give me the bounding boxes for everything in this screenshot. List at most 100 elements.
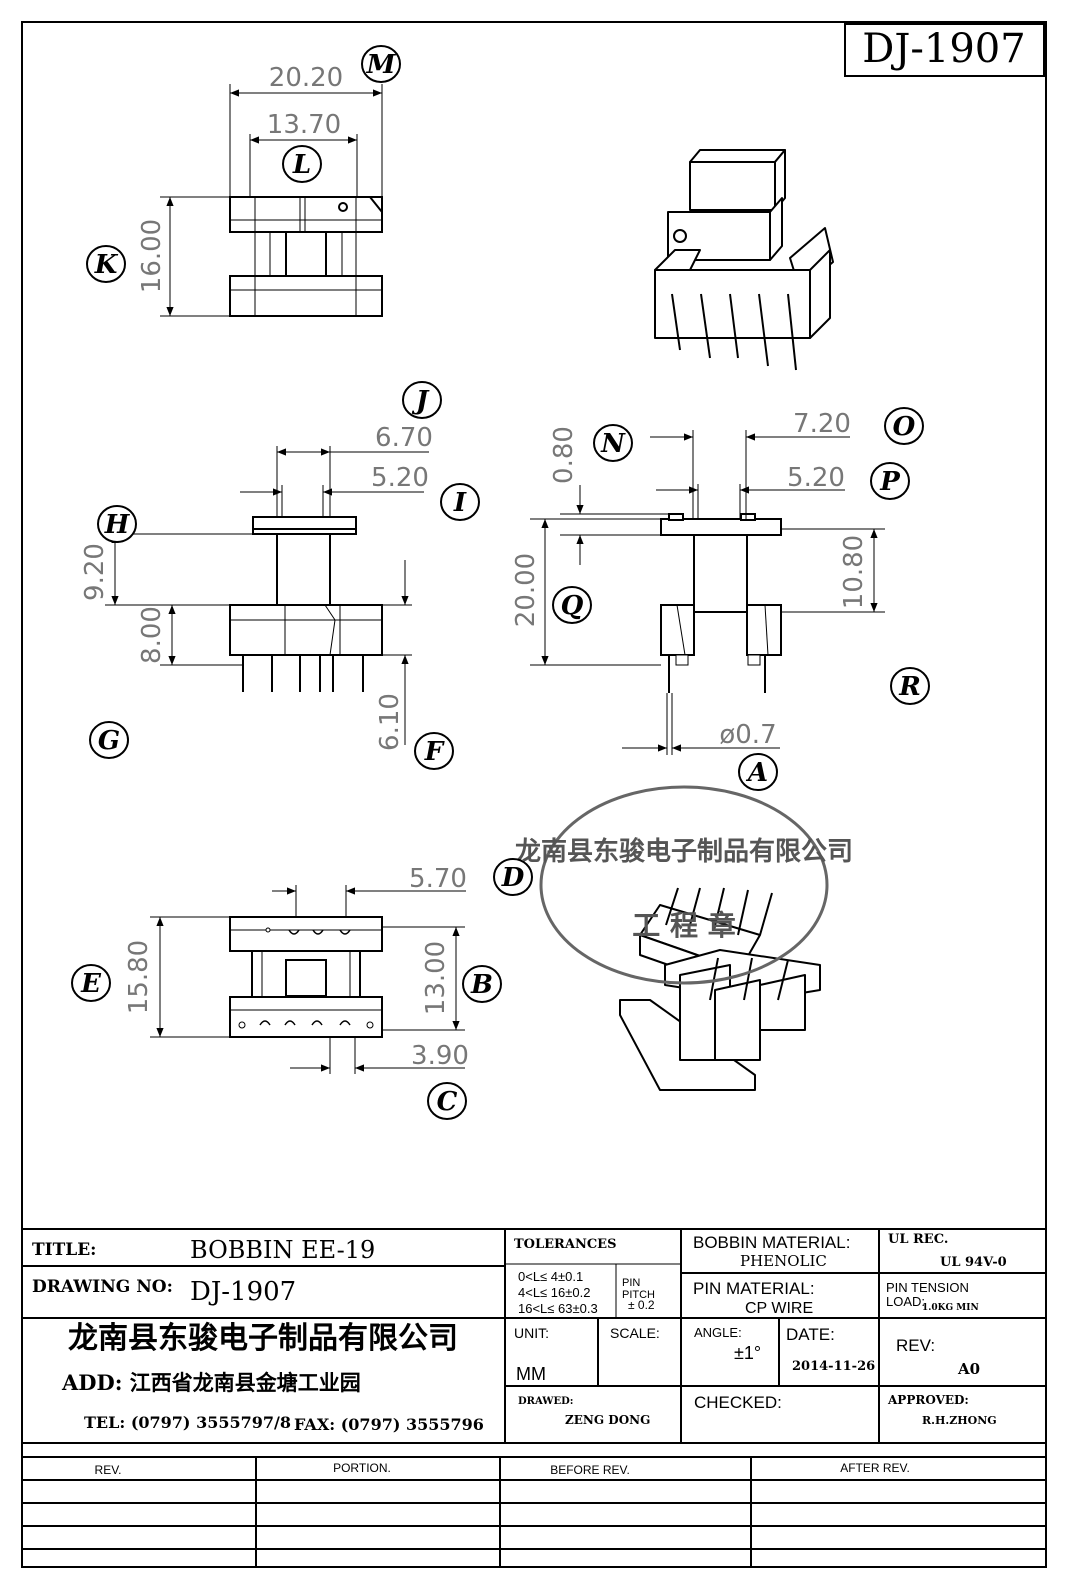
bobbin-material-value: PHENOLIC bbox=[740, 1252, 827, 1270]
company-name: 龙南县东骏电子制品有限公司 bbox=[68, 1321, 458, 1356]
dim-G: 8.00 bbox=[137, 606, 167, 664]
dim-R: 10.80 bbox=[839, 535, 869, 609]
pin-tension-label-2: LOAD: bbox=[886, 1294, 925, 1309]
side-view-dims bbox=[530, 430, 885, 755]
unit-value: MM bbox=[516, 1364, 546, 1384]
rev-label: REV: bbox=[896, 1336, 935, 1355]
drawing-code: DJ-1907 bbox=[862, 26, 1025, 72]
bubble-F bbox=[414, 732, 454, 770]
date-value: 2014-11-26 bbox=[792, 1359, 875, 1374]
bubble-label-B: B bbox=[470, 970, 493, 1000]
top-view bbox=[229, 196, 383, 317]
scale-label: SCALE: bbox=[610, 1325, 660, 1341]
bubble-L bbox=[282, 145, 322, 183]
dim-F: 6.10 bbox=[375, 693, 405, 751]
bubble-label-A: A bbox=[745, 758, 768, 788]
rev-value: A0 bbox=[957, 1360, 980, 1378]
bubble-M bbox=[361, 45, 401, 83]
tolerance-2: 4<L≤ 16±0.2 bbox=[518, 1285, 590, 1300]
bubble-N bbox=[593, 424, 633, 462]
bubble-label-K: K bbox=[94, 250, 119, 280]
dim-I: 5.20 bbox=[371, 463, 429, 493]
title-value: BOBBIN EE-19 bbox=[190, 1236, 375, 1264]
tolerances-label: TOLERANCES bbox=[514, 1237, 616, 1252]
stamp-dept: 工 程 章 bbox=[632, 909, 736, 942]
bubble-label-J: J bbox=[411, 386, 430, 416]
dim-O: 7.20 bbox=[793, 409, 851, 439]
bubble-E bbox=[71, 964, 111, 1002]
pin-pitch-value: ± 0.2 bbox=[628, 1298, 655, 1312]
angle-value: ±1° bbox=[734, 1343, 761, 1363]
bubble-label-L: L bbox=[292, 150, 311, 180]
after-rev-col-header: AFTER REV. bbox=[840, 1461, 910, 1475]
bubble-C bbox=[427, 1082, 467, 1120]
bottom-view-dims bbox=[150, 885, 466, 1074]
ul-rec-label: UL REC. bbox=[888, 1232, 948, 1247]
bubble-Q bbox=[552, 586, 592, 624]
bobbin-material-label: BOBBIN MATERIAL: bbox=[693, 1233, 850, 1252]
bubble-label-E: E bbox=[80, 969, 102, 999]
bubble-label-R: R bbox=[898, 672, 921, 702]
bubble-B bbox=[462, 965, 502, 1003]
title-label: TITLE: bbox=[32, 1240, 96, 1260]
pin-material-label: PIN MATERIAL: bbox=[693, 1279, 815, 1298]
dim-D: 5.70 bbox=[409, 864, 467, 894]
engineering-stamp: 龙南县东骏电子制品有限公司 工 程 章 bbox=[515, 785, 853, 985]
bubble-label-F: F bbox=[424, 737, 445, 767]
front-view bbox=[229, 516, 383, 692]
drawing-no-value: DJ-1907 bbox=[190, 1277, 296, 1307]
bubble-labels: M L K J I H G F O P N Q R A D E B C bbox=[80, 50, 921, 1117]
isometric-view-top bbox=[654, 149, 834, 371]
title-block-grid bbox=[22, 1228, 1046, 1567]
pin-material-value: CP WIRE bbox=[745, 1300, 813, 1317]
bubble-J bbox=[402, 381, 442, 419]
dim-N: 0.80 bbox=[549, 426, 579, 484]
bubble-label-P: P bbox=[879, 467, 901, 497]
company-fax: FAX: (0797) 3555796 bbox=[294, 1415, 484, 1434]
rev-col-header: REV. bbox=[95, 1463, 122, 1477]
side-view bbox=[660, 513, 782, 693]
approved-value: R.H.ZHONG bbox=[922, 1414, 997, 1427]
sheet-border bbox=[21, 21, 1047, 1568]
before-rev-col-header: BEFORE REV. bbox=[550, 1463, 630, 1477]
dim-E: 15.80 bbox=[124, 940, 154, 1014]
pin-pitch-label-1: PIN bbox=[622, 1277, 640, 1289]
company-tel: TEL: (0797) 3555797/8 bbox=[84, 1413, 291, 1432]
bubble-label-D: D bbox=[501, 863, 525, 893]
bubble-R bbox=[890, 667, 930, 705]
bubble-label-G: G bbox=[98, 726, 120, 756]
dim-B: 13.00 bbox=[421, 941, 451, 1015]
dim-K: 16.00 bbox=[137, 219, 167, 293]
unit-label: UNIT: bbox=[514, 1325, 549, 1341]
dim-J: 6.70 bbox=[375, 423, 433, 453]
dim-L: 13.70 bbox=[267, 110, 341, 140]
dim-P: 5.20 bbox=[787, 463, 845, 493]
pin-tension-label-1: PIN TENSION bbox=[886, 1280, 969, 1295]
bubble-I bbox=[440, 483, 480, 521]
bubble-label-M: M bbox=[366, 50, 397, 80]
portion-col-header: PORTION. bbox=[333, 1461, 391, 1475]
drawing-no-label: DRAWING NO: bbox=[32, 1277, 173, 1297]
dim-M: 20.20 bbox=[269, 63, 343, 93]
bubble-K bbox=[86, 245, 126, 283]
company-address: ADD: 江西省龙南县金塘工业园 bbox=[61, 1370, 361, 1395]
pin-pitch-label-2: PITCH bbox=[622, 1289, 655, 1301]
dim-A: ø0.7 bbox=[719, 720, 776, 750]
bubble-A bbox=[738, 753, 778, 791]
bottom-view bbox=[229, 916, 383, 1038]
bubble-label-I: I bbox=[453, 488, 467, 518]
top-view-dims bbox=[160, 84, 383, 317]
stamp-company: 龙南县东骏电子制品有限公司 bbox=[515, 836, 853, 867]
drawing-code-box bbox=[844, 23, 1045, 77]
dim-H: 9.20 bbox=[80, 543, 110, 601]
pin-tension-value: 1.0KG MIN bbox=[922, 1303, 979, 1313]
callout-bubbles bbox=[71, 45, 930, 1120]
drawn-value: ZENG DONG bbox=[565, 1413, 650, 1427]
bubble-P bbox=[870, 462, 910, 500]
date-label: DATE: bbox=[786, 1325, 835, 1344]
angle-label: ANGLE: bbox=[694, 1325, 742, 1340]
front-view-dims bbox=[105, 446, 429, 745]
tolerance-3: 16<L≤ 63±0.3 bbox=[518, 1301, 598, 1316]
bubble-label-H: H bbox=[104, 510, 131, 540]
